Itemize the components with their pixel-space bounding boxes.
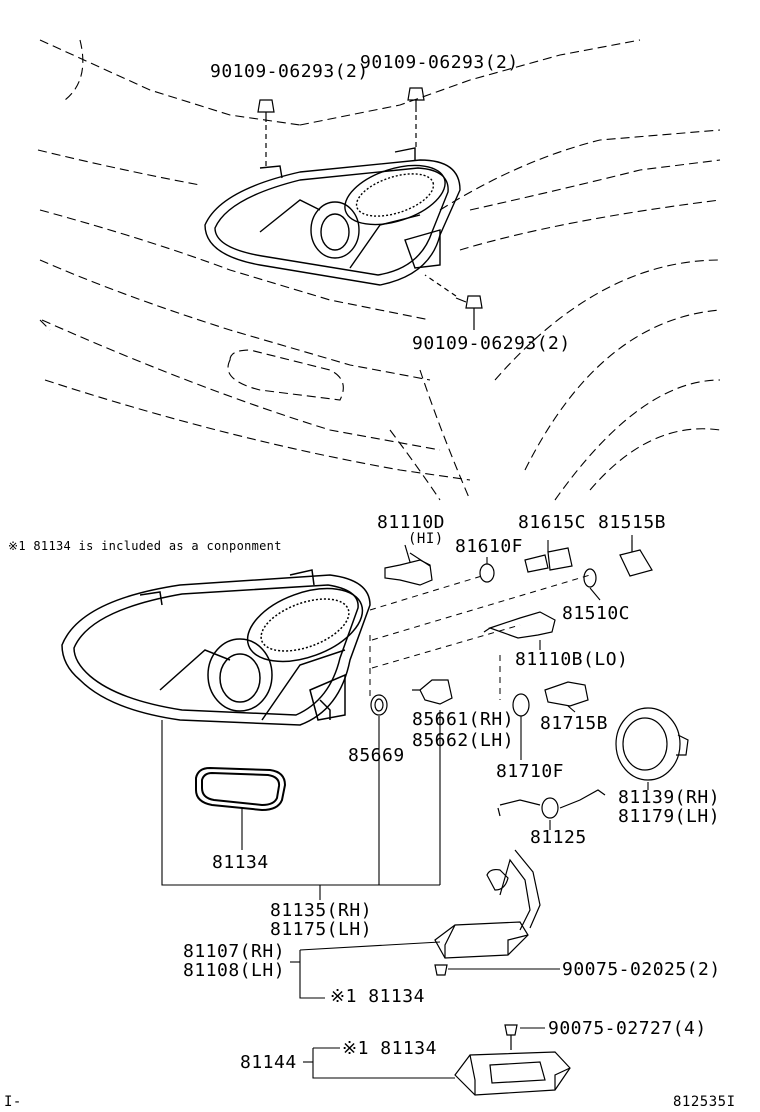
callout-81710f: 81710F (496, 761, 565, 782)
harness-81125-icon (497, 789, 606, 819)
socket-85661-icon (412, 679, 453, 705)
callout-81139: 81139(RH) (618, 787, 721, 808)
ring-85669-icon (370, 694, 388, 716)
callout-ref2-81134: ※1 81134 (342, 1038, 437, 1059)
callout-81175: 81175(LH) (270, 919, 373, 940)
callout-81134-gasket: 81134 (212, 852, 269, 873)
callout-81135: 81135(RH) (270, 900, 373, 921)
callout-81715b: 81715B (540, 713, 609, 734)
callout-81125: 81125 (530, 827, 587, 848)
headlamp-top (204, 147, 461, 286)
footer-mark: I- (4, 1094, 22, 1110)
callout-81108: 81108(LH) (183, 960, 286, 981)
bulb-81510c-icon (583, 568, 597, 588)
diagram-id: 812535I (673, 1094, 736, 1110)
callout-bolt-top-left: 90109-06293(2) (210, 61, 369, 82)
ballast-81107-icon (434, 849, 541, 976)
bulb-81710f-icon (512, 693, 530, 717)
socket-81715b-icon (544, 681, 589, 707)
igniter-81144-icon (454, 1024, 571, 1096)
callout-85662: 85662(LH) (412, 730, 515, 751)
callout-81510c: 81510C (562, 603, 631, 624)
socket-81515b-icon (619, 540, 653, 577)
car-body-outline (37, 39, 721, 501)
socket-81615c-icon (524, 547, 573, 573)
callout-81179: 81179(LH) (618, 806, 721, 827)
callout-81110d: 81110D (377, 512, 446, 533)
callout-ref1-81134: ※1 81134 (330, 986, 425, 1007)
callout-bolt-top-right: 90109-06293(2) (360, 52, 519, 73)
callout-bolt-mid: 90109-06293(2) (412, 333, 571, 354)
callout-81610f: 81610F (455, 536, 524, 557)
callout-81110b: 81110B(LO) (515, 649, 629, 670)
bulb-81610f-icon (479, 563, 495, 583)
bulb-lo-icon (483, 611, 556, 639)
callout-90075-02025: 90075-02025(2) (562, 959, 721, 980)
callout-81515b: 81515B (598, 512, 667, 533)
callout-81615c: 81615C (518, 512, 587, 533)
callout-81107: 81107(RH) (183, 941, 286, 962)
callout-81110d-hi: (HI) (408, 531, 444, 547)
component-note: ※1 81134 is included as a conponment (8, 539, 282, 553)
headlamp-main (61, 569, 371, 726)
callout-90075-02727: 90075-02727(4) (548, 1018, 707, 1039)
callout-85661: 85661(RH) (412, 709, 515, 730)
callout-81144: 81144 (240, 1052, 297, 1073)
bolt-top-left-icon (257, 99, 275, 170)
callout-85669: 85669 (348, 745, 405, 766)
cap-81139-icon (615, 707, 689, 781)
bolt-mid-icon (424, 274, 483, 330)
bolt-top-right-icon (407, 87, 425, 150)
gasket-81134-icon (195, 766, 287, 812)
bulb-hi-icon (384, 544, 433, 586)
